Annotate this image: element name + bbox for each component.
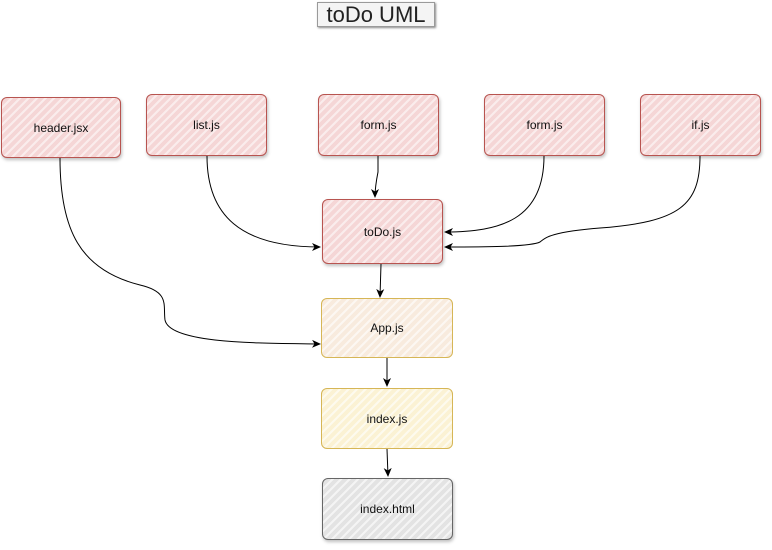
edge-list-to-todo [206, 155, 321, 251]
node-todo-js[interactable]: toDo.js [322, 199, 443, 264]
edge-if-to-todo [444, 155, 701, 251]
node-form-js-2[interactable]: form.js [484, 94, 605, 156]
node-index-html[interactable]: index.html [322, 478, 453, 540]
edge-form1-to-todo [371, 156, 380, 198]
node-index-js[interactable]: index.js [321, 388, 453, 449]
edge-indexjs-to-indexhtml [383, 448, 392, 477]
node-if-js[interactable]: if.js [640, 94, 761, 156]
edge-header-to-app [59, 157, 321, 348]
edge-todo-to-app [376, 263, 385, 298]
node-list-js[interactable]: list.js [146, 94, 267, 156]
node-app-js[interactable]: App.js [321, 298, 453, 358]
edge-form2-to-todo [444, 155, 545, 236]
node-header-jsx[interactable]: header.jsx [1, 97, 121, 158]
diagram-title: toDo UML [317, 2, 435, 27]
node-form-js-1[interactable]: form.js [318, 94, 439, 156]
